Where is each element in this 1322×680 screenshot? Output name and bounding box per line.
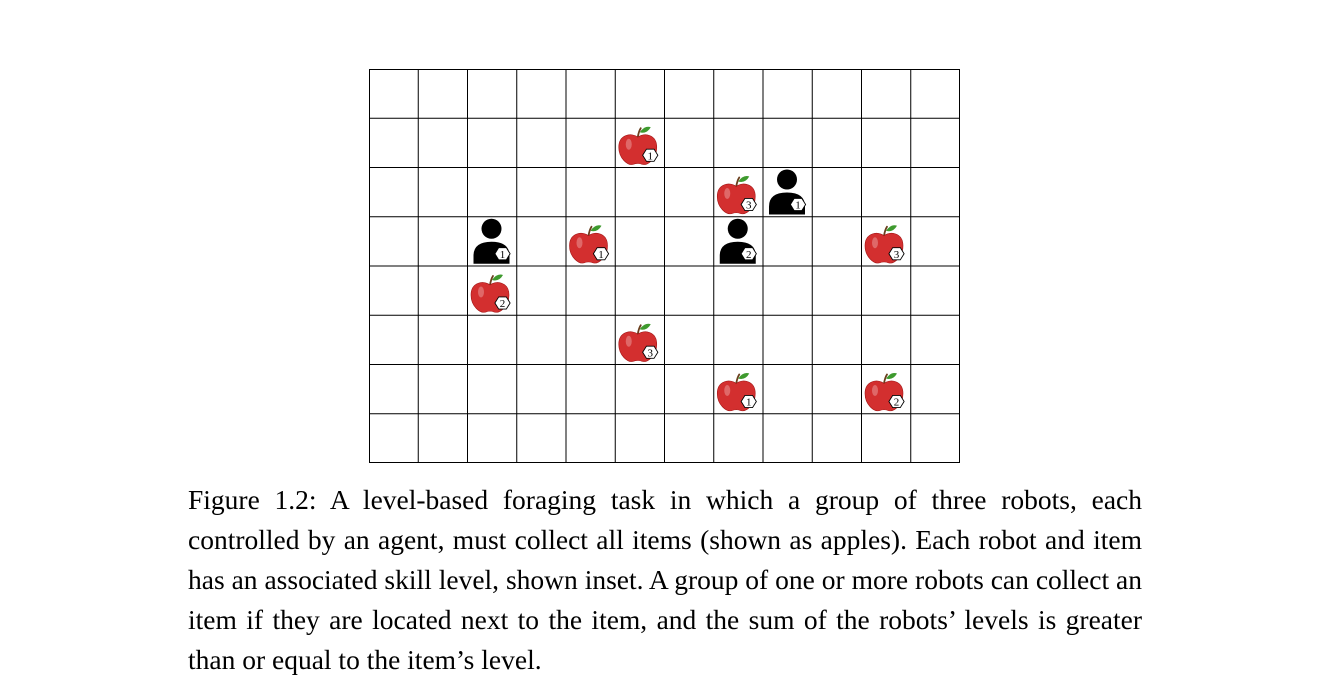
robots-layer: 1 1 2 xyxy=(473,169,807,264)
grid-lines xyxy=(369,69,960,463)
apple-item: 3 xyxy=(864,225,905,264)
item-level-badge: 3 xyxy=(888,247,905,261)
robot-level-badge: 2 xyxy=(740,247,757,261)
level-label: 3 xyxy=(648,347,654,359)
apple-item: 1 xyxy=(569,225,610,264)
caption-label: Figure 1.2: xyxy=(188,484,317,515)
item-level-badge: 3 xyxy=(740,197,757,212)
item-level-badge: 2 xyxy=(494,296,511,310)
robot-agent: 1 xyxy=(473,218,511,264)
apple-item: 3 xyxy=(716,176,757,215)
apple-item: 1 xyxy=(716,373,757,412)
figure-caption: Figure 1.2: A level-based foraging task … xyxy=(188,480,1142,680)
level-label: 2 xyxy=(500,298,506,310)
level-label: 1 xyxy=(648,150,654,162)
robot-agent: 1 xyxy=(769,169,807,215)
apple-item: 2 xyxy=(470,274,511,313)
level-label: 3 xyxy=(894,249,900,261)
robot-level-badge: 1 xyxy=(494,247,511,261)
item-level-badge: 1 xyxy=(592,247,610,261)
item-level-badge: 1 xyxy=(740,394,757,409)
apple-item: 2 xyxy=(864,373,905,412)
level-label: 1 xyxy=(500,249,506,261)
apple-item: 3 xyxy=(618,323,659,362)
item-level-badge: 2 xyxy=(888,394,905,409)
level-label: 1 xyxy=(746,397,752,409)
item-level-badge: 1 xyxy=(642,148,659,162)
robot-level-badge: 1 xyxy=(789,197,807,212)
level-label: 1 xyxy=(795,200,801,212)
caption-text: A level-based foraging task in which a g… xyxy=(188,484,1142,675)
level-label: 2 xyxy=(894,397,900,409)
foraging-grid: 1 3 1 3 2 3 1 2 1 1 2 xyxy=(369,69,960,463)
level-label: 3 xyxy=(746,200,752,212)
level-label: 1 xyxy=(598,249,604,261)
item-level-badge: 3 xyxy=(642,345,659,359)
apple-item: 1 xyxy=(618,126,659,165)
level-label: 2 xyxy=(746,249,752,261)
robot-agent: 2 xyxy=(719,218,757,264)
items-layer: 1 3 1 3 2 3 1 2 xyxy=(470,126,905,412)
